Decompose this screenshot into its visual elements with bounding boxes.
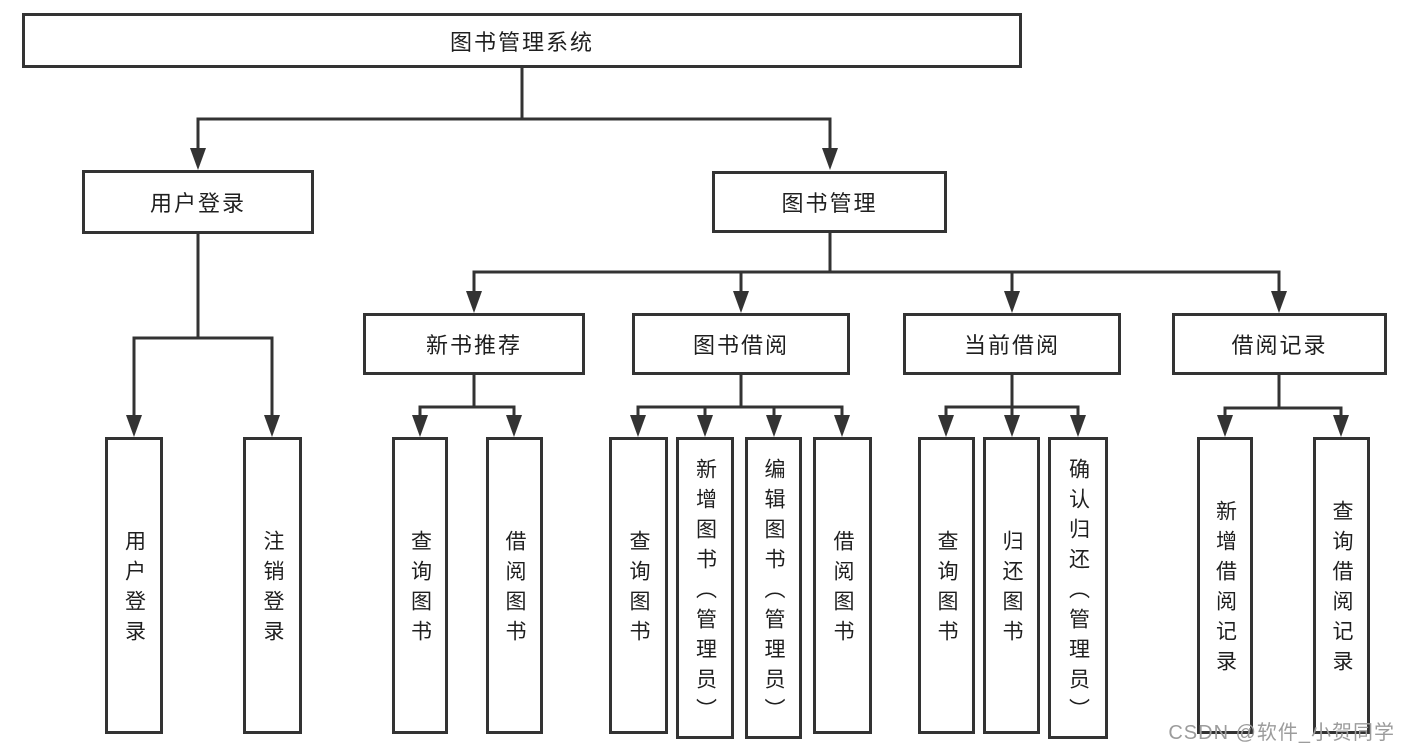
node-book-borrowing: 图书借阅 xyxy=(632,313,850,375)
watermark: CSDN @软件_小贺同学 xyxy=(1168,722,1395,744)
node-borrowing-records-label: 借阅记录 xyxy=(1231,333,1328,358)
node-borrowing-records: 借阅记录 xyxy=(1172,313,1387,375)
node-new-book-recommendation: 新书推荐 xyxy=(363,313,585,375)
leaf-user-login-label: 用户登录 xyxy=(122,530,146,650)
leaf-bb-add-books-admin-label: 新增图书（管理员） xyxy=(693,457,717,728)
leaf-logout: 注销登录 xyxy=(243,437,302,734)
connector-root-to-level2 xyxy=(190,68,838,170)
leaf-cb-return-books-label: 归还图书 xyxy=(1000,530,1023,650)
leaf-br-query-record-label: 查询借阅记录 xyxy=(1330,500,1353,680)
node-root: 图书管理系统 xyxy=(22,13,1022,68)
leaf-bb-borrow-books: 借阅图书 xyxy=(813,437,872,734)
leaf-bb-add-books-admin: 新增图书（管理员） xyxy=(676,437,734,739)
connector-user-login-children xyxy=(126,234,280,437)
leaf-logout-label: 注销登录 xyxy=(261,530,284,650)
leaf-nbr-borrow-books: 借阅图书 xyxy=(486,437,543,734)
connector-book-borrowing-children xyxy=(630,375,850,437)
leaf-nbr-query-books-label: 查询图书 xyxy=(408,530,432,650)
node-book-borrowing-label: 图书借阅 xyxy=(692,333,789,358)
leaf-cb-confirm-return-admin: 确认归还（管理员） xyxy=(1048,437,1108,739)
node-user-login-branch-label: 用户登录 xyxy=(149,191,246,216)
leaf-br-add-record: 新增借阅记录 xyxy=(1197,437,1253,734)
connector-new-book-rec-children xyxy=(412,375,522,437)
leaf-cb-return-books: 归还图书 xyxy=(983,437,1040,734)
leaf-nbr-query-books: 查询图书 xyxy=(392,437,448,734)
node-root-label: 图书管理系统 xyxy=(449,29,594,55)
node-current-borrowing-label: 当前借阅 xyxy=(963,333,1060,358)
leaf-br-query-record: 查询借阅记录 xyxy=(1313,437,1370,734)
node-book-management-branch-label: 图书管理 xyxy=(781,191,878,216)
leaf-bb-edit-books-admin-label: 编辑图书（管理员） xyxy=(762,457,785,728)
node-new-book-recommendation-label: 新书推荐 xyxy=(425,333,522,358)
connector-book-mgmt-to-level3 xyxy=(466,233,1287,313)
leaf-cb-query-books: 查询图书 xyxy=(918,437,975,734)
node-user-login-branch: 用户登录 xyxy=(82,170,314,234)
leaf-bb-borrow-books-label: 借阅图书 xyxy=(831,530,854,650)
leaf-br-add-record-label: 新增借阅记录 xyxy=(1213,500,1237,680)
leaf-bb-edit-books-admin: 编辑图书（管理员） xyxy=(745,437,802,739)
node-book-management-branch: 图书管理 xyxy=(712,171,947,233)
leaf-bb-query-books: 查询图书 xyxy=(609,437,668,734)
connector-current-borrowing-children xyxy=(938,375,1086,437)
leaf-cb-confirm-return-admin-label: 确认归还（管理员） xyxy=(1066,457,1090,728)
connector-borrow-records-children xyxy=(1217,375,1349,437)
leaf-user-login: 用户登录 xyxy=(105,437,163,734)
leaf-bb-query-books-label: 查询图书 xyxy=(627,530,650,650)
leaf-cb-query-books-label: 查询图书 xyxy=(935,530,958,650)
leaf-nbr-borrow-books-label: 借阅图书 xyxy=(503,530,526,650)
node-current-borrowing: 当前借阅 xyxy=(903,313,1121,375)
